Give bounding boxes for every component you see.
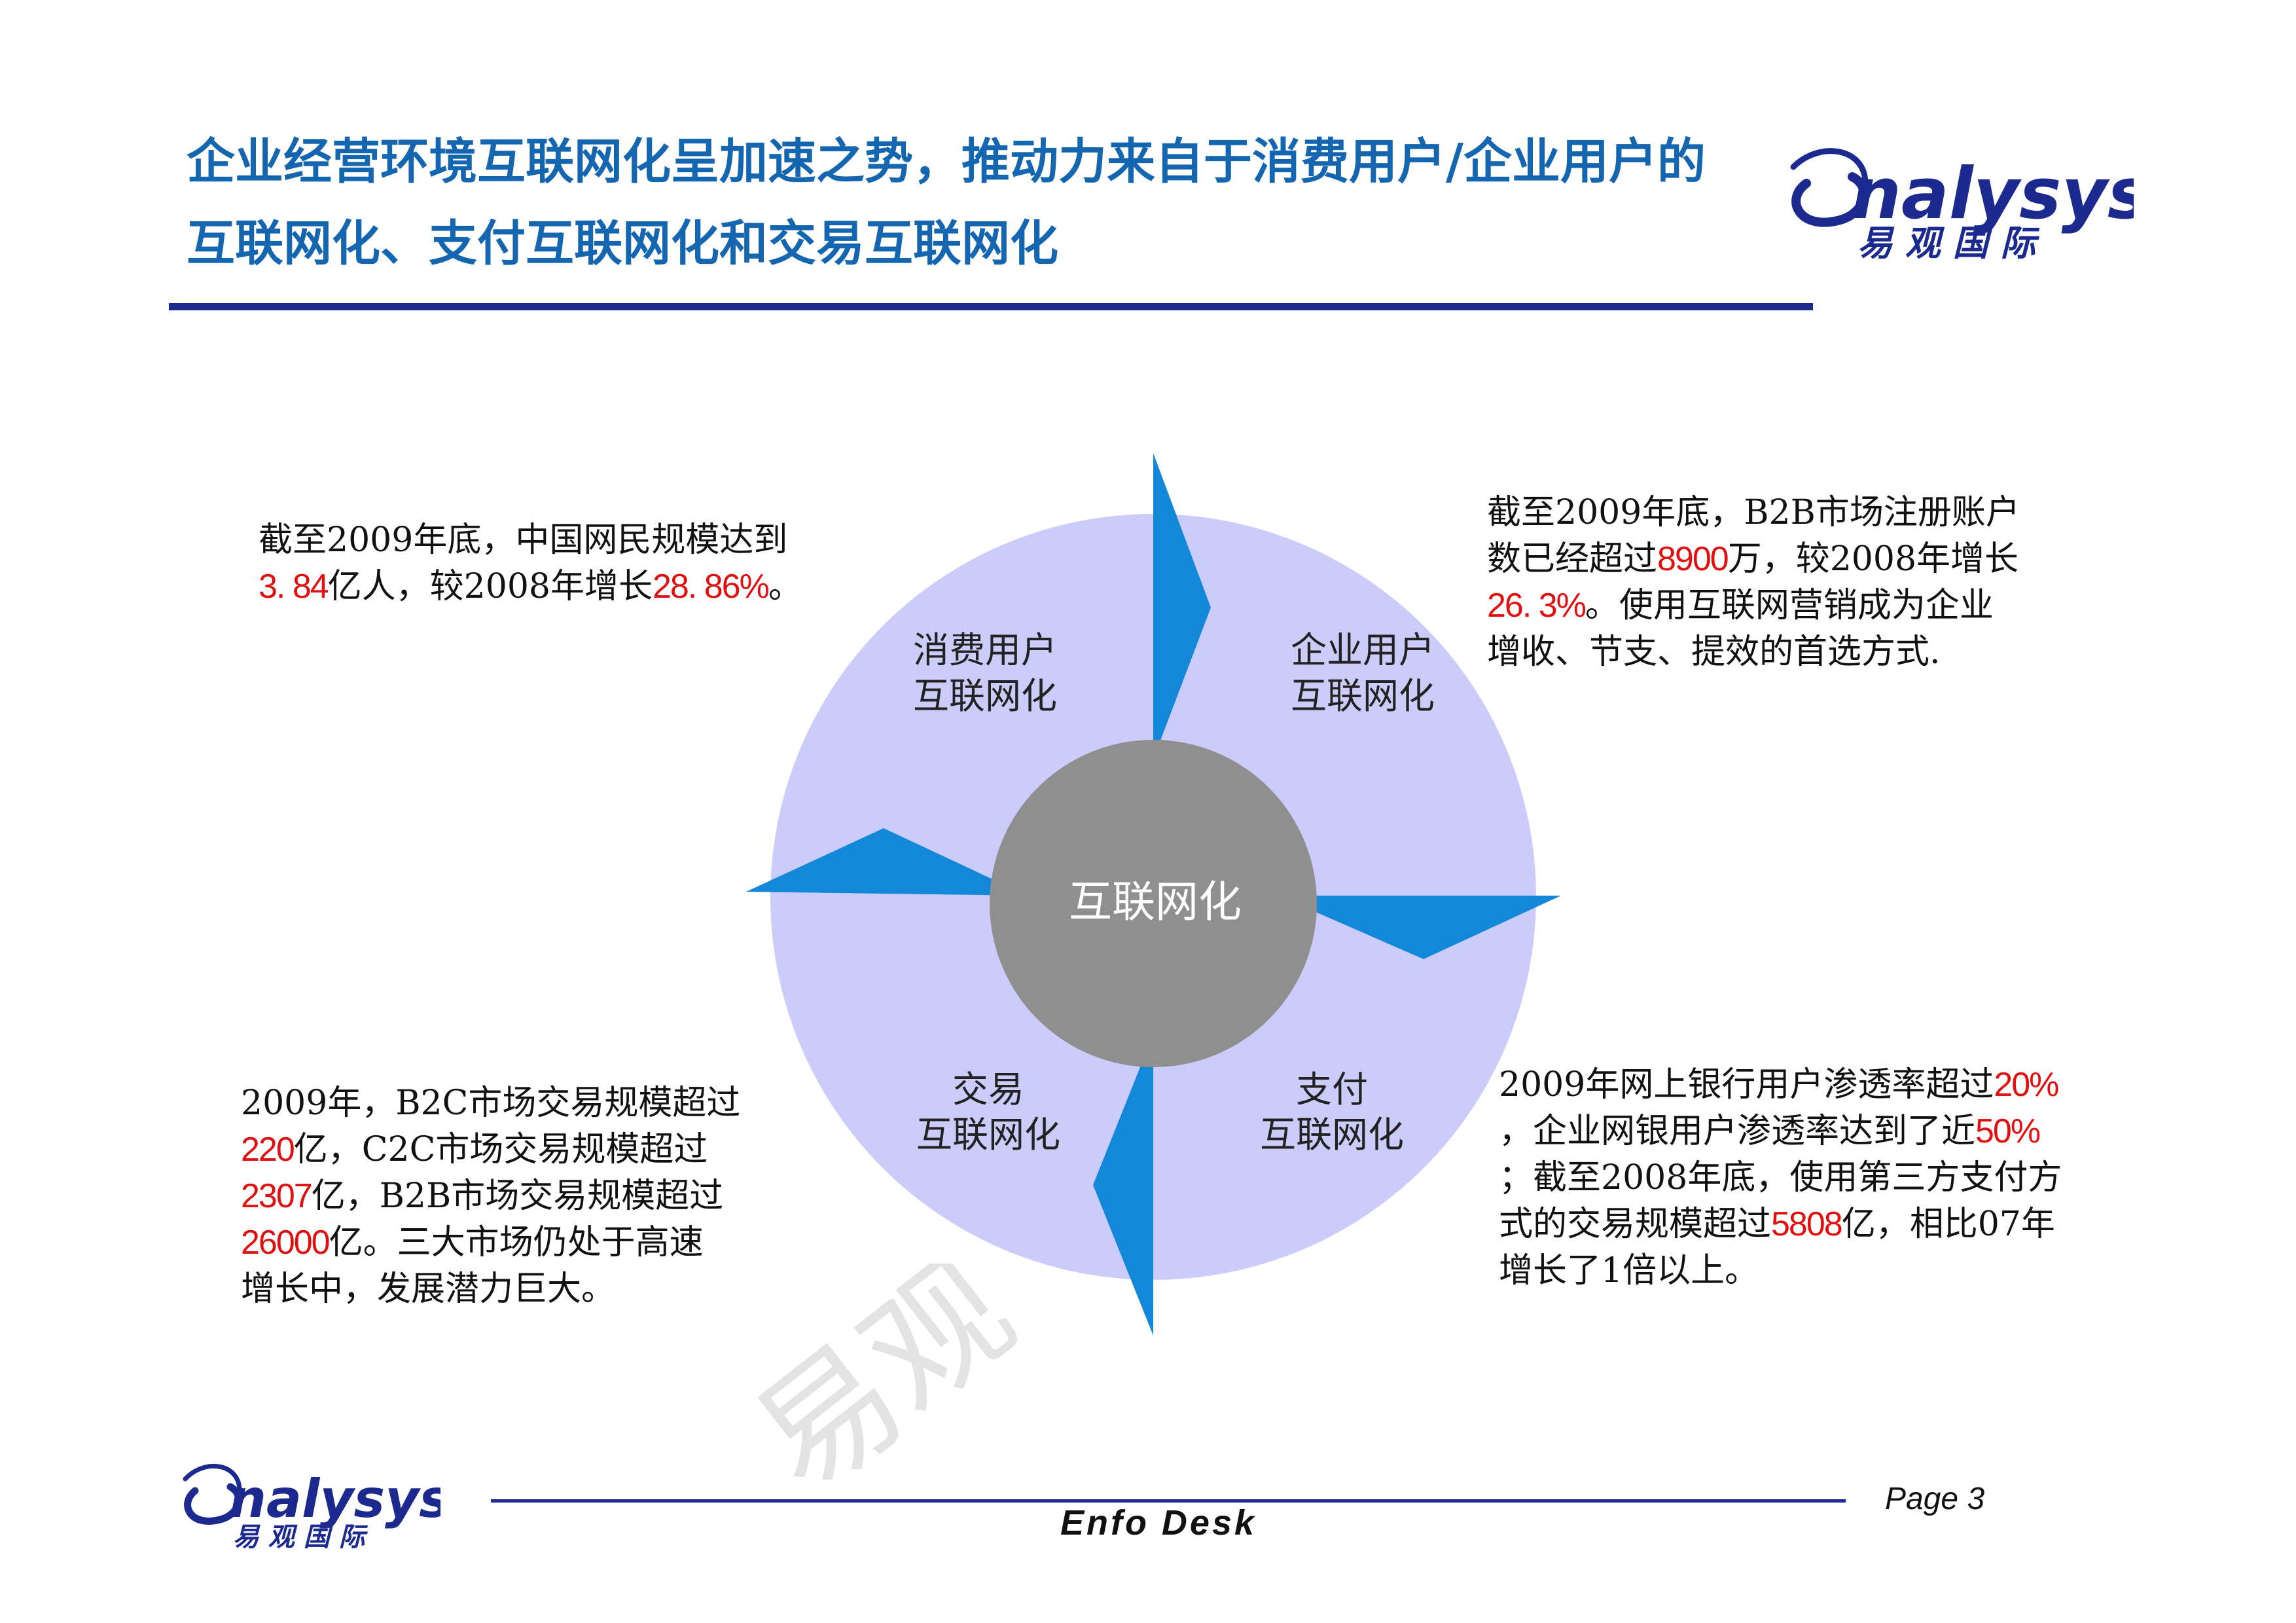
highlight-value: 5808 xyxy=(1771,1205,1843,1243)
quadrant-trade-line2: 互联网化 xyxy=(916,1114,1060,1156)
logo-swirl-icon xyxy=(183,1463,243,1525)
note-text: 。 xyxy=(768,567,802,606)
note-enterprise-line: 26. 3%。使用互联网营销成为企业 xyxy=(1487,583,2020,629)
analysys-logo-bottom: nalysys 易 观 国 际 xyxy=(183,1463,440,1548)
note-enterprise-line: 数已经超过8900万，较2008年增长 xyxy=(1487,536,2020,583)
note-text: 亿，B2B市场交易规模超过 xyxy=(311,1176,724,1216)
title-divider xyxy=(169,303,1813,310)
highlight-value: 28. 86% xyxy=(653,568,770,606)
quadrant-payment-line2: 互联网化 xyxy=(1260,1114,1404,1156)
logo-swirl-icon xyxy=(1790,148,1869,227)
logo-wordmark: nalysys xyxy=(1851,153,2134,235)
note-consumer: 截至2009年底，中国网民规模达到 3. 84亿人，较2008年增长28. 86… xyxy=(259,517,802,610)
note-payment: 2009年网上银行用户渗透率超过20% ，企业网银用户渗透率达到了近50% ；截… xyxy=(1499,1062,2062,1294)
highlight-value: 2307 xyxy=(241,1177,313,1215)
note-enterprise-line: 增收、节支、提效的首选方式. xyxy=(1487,632,1941,672)
note-text: 亿，相比07年 xyxy=(1841,1205,2055,1244)
logo-wordmark: nalysys xyxy=(229,1468,440,1529)
center-hub xyxy=(990,740,1317,1067)
note-payment-line: 式的交易规模超过5808亿，相比07年 xyxy=(1499,1201,2062,1248)
note-payment-line: 2009年网上银行用户渗透率超过20% xyxy=(1499,1062,2062,1108)
note-payment-line: 增长了1倍以上。 xyxy=(1499,1251,1759,1290)
watermark: 易观 xyxy=(733,1264,1041,1480)
note-text: 万，较2008年增长 xyxy=(1727,539,2019,579)
watermark-text: 易观 xyxy=(733,1264,1041,1480)
arrow-bottom xyxy=(1093,1034,1153,1336)
highlight-value: 3. 84 xyxy=(259,568,329,606)
highlight-value: 26. 3% xyxy=(1487,587,1587,625)
highlight-value: 8900 xyxy=(1657,540,1729,578)
note-text: 数已经超过 xyxy=(1487,539,1658,579)
note-enterprise: 截至2009年底，B2B市场注册账户 数已经超过8900万，较2008年增长 2… xyxy=(1487,490,2020,676)
note-consumer-line: 截至2009年底，中国网民规模达到 xyxy=(259,520,788,560)
note-trade-line: 2009年，B2C市场交易规模超过 xyxy=(241,1084,741,1123)
note-text: ，企业网银用户渗透率达到了近 xyxy=(1499,1112,1976,1151)
footer-divider xyxy=(491,1499,1846,1503)
note-text: 亿人，较2008年增长 xyxy=(327,567,653,606)
slide-title: 企业经营环境互联网化呈加速之势，推动力来自于消费用户/企业用户的互联网化、支付互… xyxy=(187,134,1706,272)
quadrant-consumer-line1: 消费用户 xyxy=(913,629,1057,671)
note-trade-line: 220亿，C2C市场交易规模超过 xyxy=(241,1127,740,1173)
note-consumer-line: 3. 84亿人，较2008年增长28. 86%。 xyxy=(259,564,802,610)
note-enterprise-line: 截至2009年底，B2B市场注册账户 xyxy=(1487,493,2020,532)
footer-brand: Enfo Desk xyxy=(1060,1503,1257,1542)
note-text: 。使用互联网营销成为企业 xyxy=(1585,586,1994,625)
highlight-value: 220 xyxy=(241,1131,295,1169)
analysys-logo-top: nalysys 易 观 国 际 xyxy=(1790,148,2134,259)
center-label: 互联网化 xyxy=(1069,877,1242,927)
note-text: 2009年网上银行用户渗透率超过 xyxy=(1499,1065,1994,1104)
quadrant-payment-line1: 支付 xyxy=(1296,1068,1368,1110)
page-number: Page 3 xyxy=(1885,1482,1985,1516)
highlight-value: 50% xyxy=(1975,1112,2041,1150)
quadrant-enterprise-line1: 企业用户 xyxy=(1291,629,1435,671)
note-trade-line: 2307亿，B2B市场交易规模超过 xyxy=(241,1173,740,1220)
note-payment-line: ；截至2008年底，使用第三方支付方 xyxy=(1499,1158,2062,1197)
logo-chinese: 易 观 国 际 xyxy=(1857,223,2039,259)
highlight-value: 20% xyxy=(1994,1066,2059,1104)
note-trade: 2009年，B2C市场交易规模超过 220亿，C2C市场交易规模超过 2307亿… xyxy=(241,1080,740,1313)
note-text: 亿。三大市场仍处于高速 xyxy=(329,1223,704,1262)
note-text: 式的交易规模超过 xyxy=(1499,1205,1772,1244)
note-trade-line: 增长中，发展潜力巨大。 xyxy=(241,1269,616,1309)
arrow-right xyxy=(1278,896,1561,959)
note-text: 亿，C2C市场交易规模超过 xyxy=(293,1130,708,1169)
note-trade-line: 26000亿。三大市场仍处于高速 xyxy=(241,1220,740,1266)
quadrant-trade-line1: 交易 xyxy=(952,1068,1024,1110)
note-payment-line: ，企业网银用户渗透率达到了近50% xyxy=(1499,1108,2062,1155)
highlight-value: 26000 xyxy=(241,1224,331,1262)
arrow-left xyxy=(746,828,1028,896)
quadrant-consumer-line2: 互联网化 xyxy=(913,675,1057,717)
logo-chinese: 易 观 国 际 xyxy=(233,1522,368,1548)
arrow-top xyxy=(1153,453,1211,759)
quadrant-enterprise-line2: 互联网化 xyxy=(1291,675,1435,717)
